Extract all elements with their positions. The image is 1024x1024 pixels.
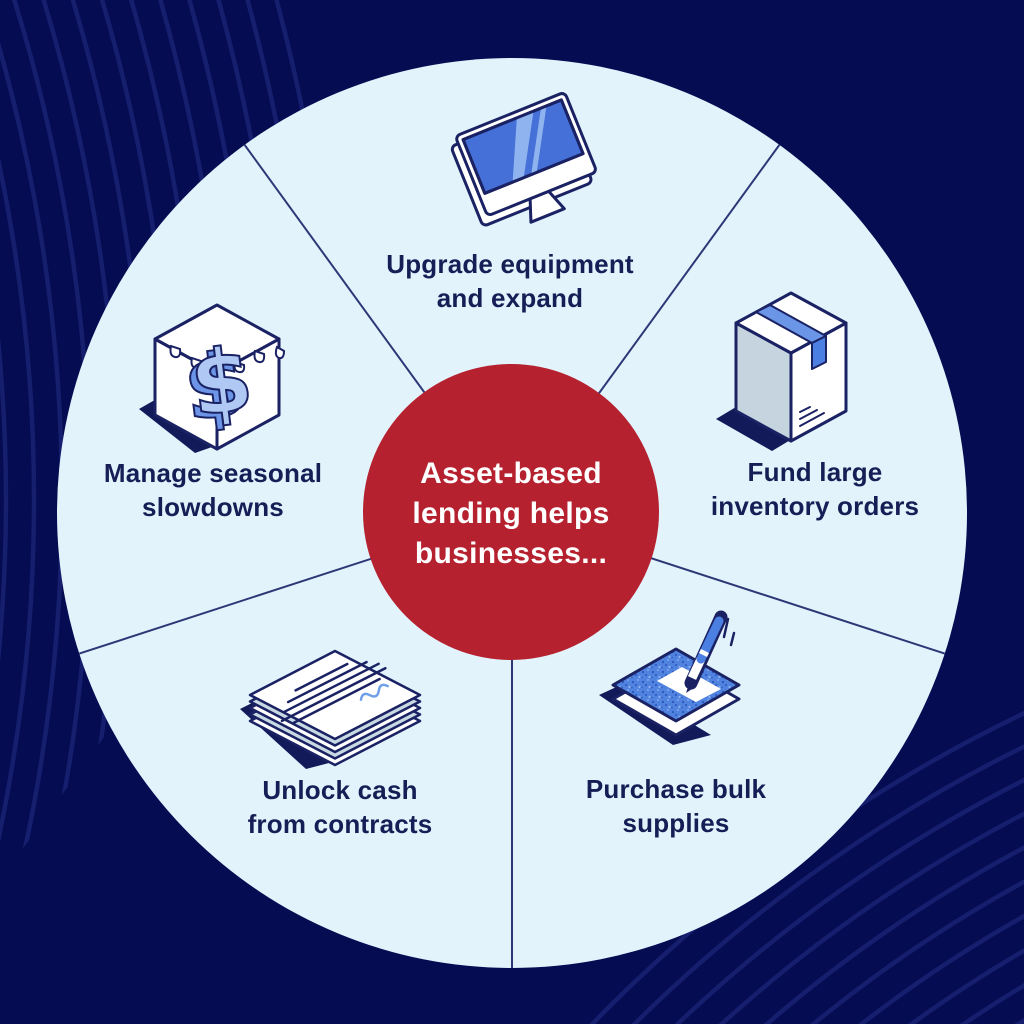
pen	[684, 610, 728, 693]
svg-text:$: $	[178, 332, 251, 442]
box-tape-flap	[811, 335, 827, 370]
segment-top-icon	[447, 85, 597, 240]
center-text: Asset-based lending helps businesses...	[412, 457, 610, 570]
segment-top-label: Upgrade equipment and expand	[386, 249, 634, 313]
segment-bottom-left-label: Unlock cash from contracts	[247, 775, 433, 839]
signature-squiggle	[359, 683, 389, 701]
desktop-monitor-icon	[450, 92, 597, 227]
contract-text-lines	[280, 660, 387, 724]
center-circle	[363, 364, 659, 660]
box-label-lines	[799, 406, 825, 427]
shipping-box-icon	[716, 291, 848, 451]
melt-drips	[169, 344, 286, 374]
dollar-ice-cube-icon: $ $	[139, 303, 286, 453]
segment-right-icon	[716, 281, 866, 466]
segment-bottom-right-icon	[591, 599, 761, 764]
pen-tip	[686, 678, 695, 693]
box-shadow	[716, 407, 792, 451]
cube-top-face	[153, 303, 281, 375]
segment-left-icon: $ $	[137, 291, 297, 466]
contracts-stack-icon	[240, 649, 422, 769]
svg-text:$: $	[185, 327, 258, 437]
screen-reflection	[512, 105, 547, 183]
segment-left-label: Manage seasonal slowdowns	[103, 458, 323, 522]
segment-right-label: Fund large inventory orders	[710, 457, 920, 521]
dollar-sign: $ $	[177, 326, 259, 443]
pen-motion-lines	[722, 617, 736, 647]
segment-bottom-left-icon	[240, 643, 430, 783]
segment-bottom-right-label: Purchase bulk supplies	[585, 774, 767, 838]
notebook-pen-icon	[599, 610, 741, 745]
